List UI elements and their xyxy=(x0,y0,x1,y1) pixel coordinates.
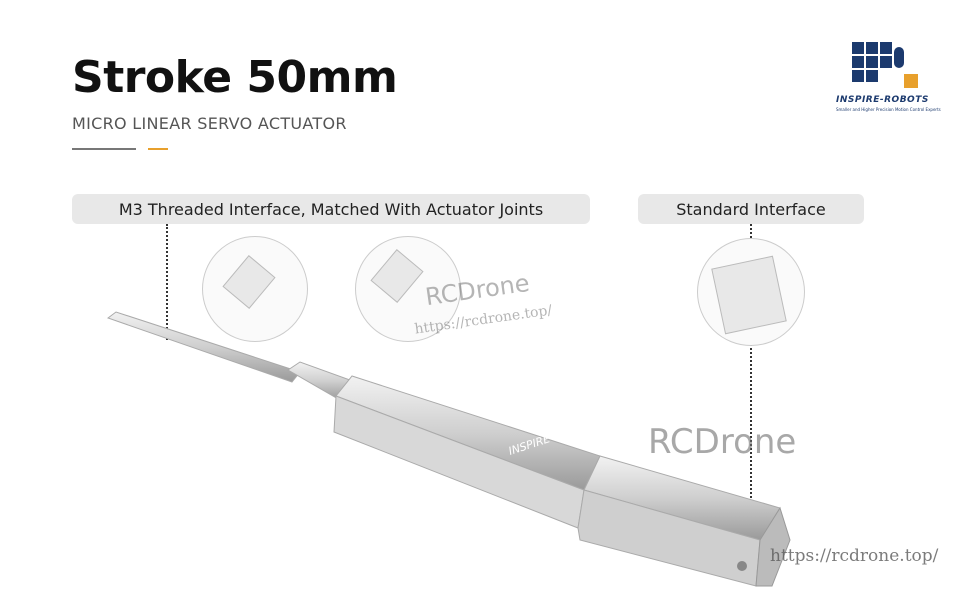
watermark-url: https://rcdrone.top/ xyxy=(770,546,939,566)
detail-circle-thread-1 xyxy=(202,236,308,342)
detail-circle-thread-2 xyxy=(355,236,461,342)
page-title: Stroke 50mm xyxy=(72,52,398,103)
callout-leader-line xyxy=(750,224,752,514)
callout-m3-interface: M3 Threaded Interface, Matched With Actu… xyxy=(72,194,590,224)
callout-leader-line xyxy=(166,224,168,340)
logo-text: INSPIRE-ROBOTS xyxy=(836,95,929,105)
callout-standard-interface: Standard Interface xyxy=(638,194,864,224)
watermark-brand: RCDrone xyxy=(648,422,797,462)
accent-divider xyxy=(148,148,168,150)
logo-tagline: Smaller and Higher Precision Motion Cont… xyxy=(836,107,941,112)
divider xyxy=(72,148,136,150)
page-subtitle: MICRO LINEAR SERVO ACTUATOR xyxy=(72,114,347,133)
inspire-robots-logo xyxy=(852,42,918,88)
